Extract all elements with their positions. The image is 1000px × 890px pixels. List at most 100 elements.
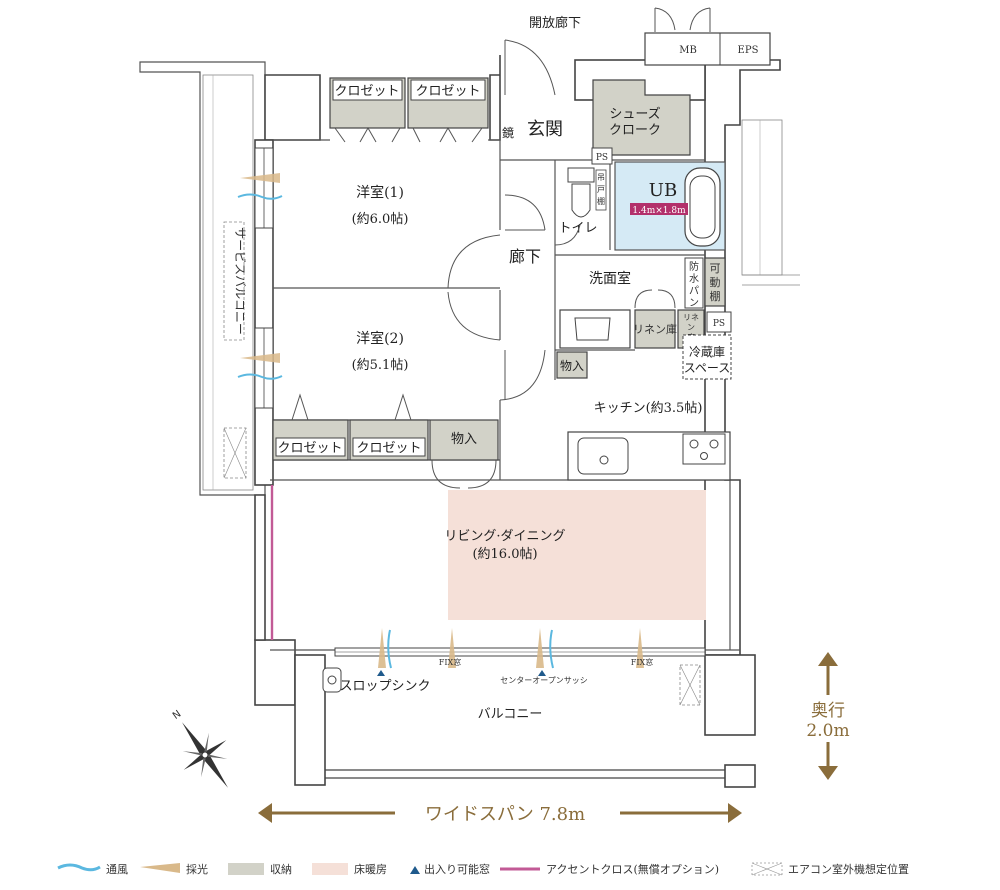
balcony xyxy=(322,660,725,785)
closet-top-left: クロゼット xyxy=(329,77,406,143)
depth-dimension: 奥行 2.0m xyxy=(806,652,850,780)
legend-light: 採光 xyxy=(186,862,208,876)
legend: 通風 採光 収納 床暖房 出入り可能窓 アクセントクロス(無償オプション) エア… xyxy=(57,862,909,876)
floor-heating-area xyxy=(448,490,706,620)
closet-label: クロゼット xyxy=(415,84,480,99)
wp-2: 水 xyxy=(689,273,699,285)
kitchen-label: キッチン(約3.5帖) xyxy=(594,401,703,416)
ac-unit-icon xyxy=(679,664,701,706)
living-label: リビング·ダイニング xyxy=(444,529,565,544)
legend-storage: 収納 xyxy=(270,863,292,876)
wp-1: 防 xyxy=(689,260,699,273)
mirror-label: 鏡 xyxy=(502,125,514,140)
fix-window-label-2: FIX窓 xyxy=(631,657,653,667)
hallway-label: 廊下 xyxy=(509,247,541,266)
legend-accent: アクセントクロス(無償オプション) xyxy=(546,862,719,876)
light-icon xyxy=(240,353,280,363)
wash-basin xyxy=(559,309,631,349)
slop-sink-label: スロップシンク xyxy=(339,679,430,694)
ac-unit-icon xyxy=(223,221,245,341)
western-room-2-label: 洋室(2) xyxy=(356,330,404,347)
floor-heating-icon xyxy=(312,863,348,875)
legend-floor-heating: 床暖房 xyxy=(354,862,387,876)
shoe-cloak-label-2: クローク xyxy=(609,123,661,138)
depth-label: 奥行 xyxy=(811,701,845,721)
slop-sink-icon xyxy=(322,667,342,693)
fridge-label-2: スペース xyxy=(684,361,731,375)
open-corridor-label: 開放廊下 xyxy=(529,15,581,31)
storage-label: 物入 xyxy=(451,432,477,447)
wp-4: ン xyxy=(689,298,699,309)
ps-box-top: PS xyxy=(591,147,613,165)
washroom-label: 洗面室 xyxy=(589,270,631,287)
movable-shelf-2: 動 xyxy=(710,275,721,289)
closet-top-right: クロゼット xyxy=(407,77,489,143)
light-icon xyxy=(140,863,180,873)
wind-icon xyxy=(237,193,283,200)
window-left-1 xyxy=(237,147,283,229)
balcony-label: バルコニー xyxy=(478,707,543,722)
entrance-label: 玄関 xyxy=(527,119,563,140)
south-window-wall xyxy=(334,647,706,657)
mb-label: MB xyxy=(679,45,697,56)
light-indicators xyxy=(378,628,644,669)
linen-small-2: ン xyxy=(687,323,695,332)
toilet-fixture: 吊 戸 棚 xyxy=(567,167,607,218)
ac-unit-icon xyxy=(223,427,247,479)
hanging-shelf-1: 吊 xyxy=(597,173,605,182)
ac-unit-icon xyxy=(751,862,783,876)
movable-shelf-1: 可 xyxy=(710,262,721,275)
wp-3: パ xyxy=(689,285,699,297)
triangle-icon xyxy=(377,670,546,676)
eps-label: EPS xyxy=(738,45,759,56)
span-label: ワイドスパン 7.8m xyxy=(425,804,585,825)
movable-shelf-3: 棚 xyxy=(710,289,721,303)
fridge-label-1: 冷蔵庫 xyxy=(689,345,725,359)
legend-window: 出入り可能窓 xyxy=(424,862,490,876)
ps-label: PS xyxy=(596,153,608,163)
legend-wind: 通風 xyxy=(106,863,128,876)
window-left-2 xyxy=(237,327,283,409)
hanging-shelf-3: 棚 xyxy=(597,196,605,206)
ps-label-2: PS xyxy=(713,319,725,329)
ub-size-label: 1.4m×1.8m xyxy=(632,206,686,216)
western-room-2-size: (約5.1帖) xyxy=(352,358,409,373)
legend-ac: エアコン室外機想定位置 xyxy=(788,862,909,876)
wind-icon xyxy=(57,863,101,872)
shoe-cloak-label-1: シューズ xyxy=(609,106,660,122)
unit-bath: UB 1.4m×1.8m xyxy=(614,161,726,251)
triangle-icon xyxy=(410,866,420,874)
storage-bottom: 物入 xyxy=(429,419,499,489)
wind-icon xyxy=(237,373,283,380)
svg-text:N: N xyxy=(171,709,183,722)
compass-icon: N xyxy=(171,709,228,788)
ps-box-right: PS xyxy=(706,311,732,333)
linen-small-1: リネ xyxy=(683,313,699,322)
storage-small: 物入 xyxy=(556,351,588,379)
fridge-space: 冷蔵庫 スペース xyxy=(682,334,732,380)
light-icon xyxy=(240,173,280,183)
closet-label: クロゼット xyxy=(356,441,421,456)
storage-small-label: 物入 xyxy=(560,359,584,373)
living-size: (約16.0帖) xyxy=(472,547,537,562)
closet-label: クロゼット xyxy=(334,84,399,99)
movable-shelf: 可 動 棚 xyxy=(704,257,726,307)
storage-icon xyxy=(228,863,264,875)
center-sash-label: センターオープンサッシ xyxy=(500,676,588,685)
kitchen-counter xyxy=(567,431,731,481)
depth-value: 2.0m xyxy=(806,721,849,741)
closet-bottom-right: クロゼット xyxy=(349,393,429,461)
fix-window-label-1: FIX窓 xyxy=(439,657,461,667)
hanging-shelf-2: 戸 xyxy=(597,185,605,194)
closet-label: クロゼット xyxy=(277,441,342,456)
western-room-1-label: 洋室(1) xyxy=(356,184,404,201)
ub-label: UB xyxy=(649,180,677,201)
western-room-1-size: (約6.0帖) xyxy=(352,212,409,227)
span-dimension: ワイドスパン 7.8m xyxy=(258,803,742,825)
service-balcony-label: サービスバルコニー xyxy=(233,227,247,335)
linen-storage-label: リネン庫 xyxy=(633,322,677,336)
closet-bottom-left: クロゼット xyxy=(272,393,349,461)
toilet-label: トイレ xyxy=(558,221,597,236)
